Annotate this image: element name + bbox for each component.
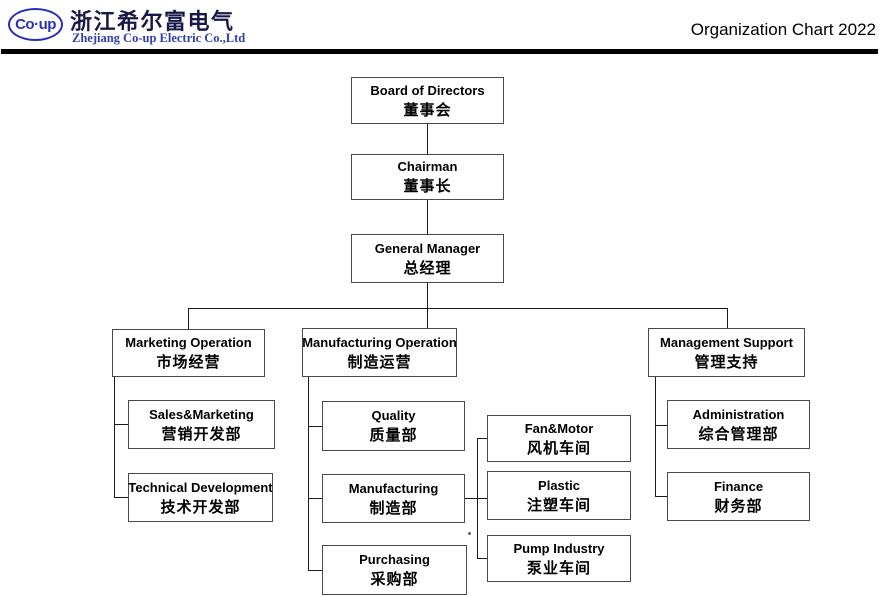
node-label-en: Board of Directors <box>370 82 485 98</box>
node-label-en: Quality <box>371 408 416 423</box>
node-label-en: Administration <box>692 406 785 422</box>
node-label-zh: 制造部 <box>369 498 418 517</box>
node-label-zh: 采购部 <box>370 570 419 588</box>
org-node-sales-marketing: Sales&Marketing 营销开发部 <box>128 400 275 449</box>
connector-stub-mfgdept <box>308 498 322 500</box>
node-label-zh: 综合管理部 <box>698 424 779 443</box>
connector-rail-marketing <box>114 376 116 498</box>
node-label-zh: 市场经营 <box>156 353 221 371</box>
connector-stub-admin <box>655 425 667 427</box>
node-label-zh: 营销开发部 <box>161 424 242 443</box>
node-label-zh: 董事会 <box>403 100 452 119</box>
org-node-purchasing: Purchasing 采购部 <box>322 545 467 595</box>
node-label-zh: 技术开发部 <box>160 497 241 516</box>
org-node-board-of-directors: Board of Directors 董事会 <box>351 77 504 124</box>
connector-rail-manufacturing <box>308 376 310 570</box>
org-node-fan-motor-workshop: Fan&Motor 风机车间 <box>487 415 631 462</box>
connector-rail-workshops <box>477 438 479 559</box>
node-label-zh: 质量部 <box>369 426 418 444</box>
logo-wordmark: Co·up <box>15 16 56 33</box>
connector-gm-branches <box>427 283 429 328</box>
node-label-zh: 董事长 <box>403 177 452 195</box>
node-label-en: Technical Development <box>128 479 273 495</box>
node-label-zh: 管理支持 <box>694 352 759 371</box>
org-node-quality: Quality 质量部 <box>322 401 465 451</box>
node-label-zh: 财务部 <box>714 496 763 515</box>
node-label-en: Plastic <box>538 477 580 493</box>
node-label-en: Fan&Motor <box>524 420 594 436</box>
connector-stub-fanmotor <box>477 438 487 440</box>
node-label-en: General Manager <box>374 240 481 256</box>
company-name-chinese: 浙江希尔富电气 <box>70 10 235 35</box>
stray-dot <box>468 532 471 535</box>
connector-mfgdept-workshops <box>465 498 487 500</box>
company-logo: Co·up <box>8 8 63 41</box>
connector-chairman-gm <box>427 200 429 234</box>
org-node-general-manager: General Manager 总经理 <box>351 234 504 283</box>
company-name-english: Zhejiang Co-up Electric Co.,Ltd <box>72 31 246 45</box>
org-node-marketing-operation: Marketing Operation 市场经营 <box>112 329 265 377</box>
connector-stub-quality <box>308 426 322 428</box>
node-label-en: Sales&Marketing <box>149 406 254 422</box>
org-node-finance: Finance 财务部 <box>667 472 810 521</box>
org-node-chairman: Chairman 董事长 <box>351 154 504 200</box>
node-label-en: Finance <box>713 478 764 494</box>
node-label-zh: 注塑车间 <box>526 495 591 514</box>
org-node-plastic-workshop: Plastic 注塑车间 <box>487 471 631 520</box>
org-node-pump-industry-workshop: Pump Industry 泵业车间 <box>487 535 631 582</box>
connector-drop-marketing <box>188 308 190 329</box>
node-label-en: Purchasing <box>359 552 430 567</box>
node-label-en: Pump Industry <box>513 540 605 556</box>
connector-drop-support <box>727 308 729 328</box>
page-title: Organization Chart 2022 <box>690 20 876 39</box>
org-node-manufacturing-dept: Manufacturing 制造部 <box>322 474 465 523</box>
connector-stub-sales <box>114 424 128 426</box>
connector-board-chairman <box>427 124 429 154</box>
node-label-zh: 制造运营 <box>347 352 412 371</box>
connector-stub-purchasing <box>308 570 322 572</box>
node-label-en: Manufacturing Operation <box>302 334 457 350</box>
node-label-zh: 风机车间 <box>526 438 591 457</box>
org-node-technical-development: Technical Development 技术开发部 <box>128 473 273 522</box>
connector-rail-support <box>655 377 657 496</box>
node-label-en: Chairman <box>397 159 458 174</box>
org-node-management-support: Management Support 管理支持 <box>648 328 805 377</box>
node-label-en: Manufacturing <box>348 480 439 496</box>
connector-stub-techdev <box>114 497 128 499</box>
node-label-en: Management Support <box>660 334 793 350</box>
node-label-zh: 总经理 <box>403 258 452 277</box>
node-label-en: Marketing Operation <box>125 335 252 350</box>
org-node-manufacturing-operation: Manufacturing Operation 制造运营 <box>302 328 457 377</box>
node-label-zh: 泵业车间 <box>526 558 591 577</box>
header-divider <box>1 49 878 54</box>
connector-branch-bus <box>188 308 727 310</box>
connector-stub-pump <box>477 558 487 560</box>
org-node-administration: Administration 综合管理部 <box>667 400 810 449</box>
connector-stub-finance <box>655 496 667 498</box>
